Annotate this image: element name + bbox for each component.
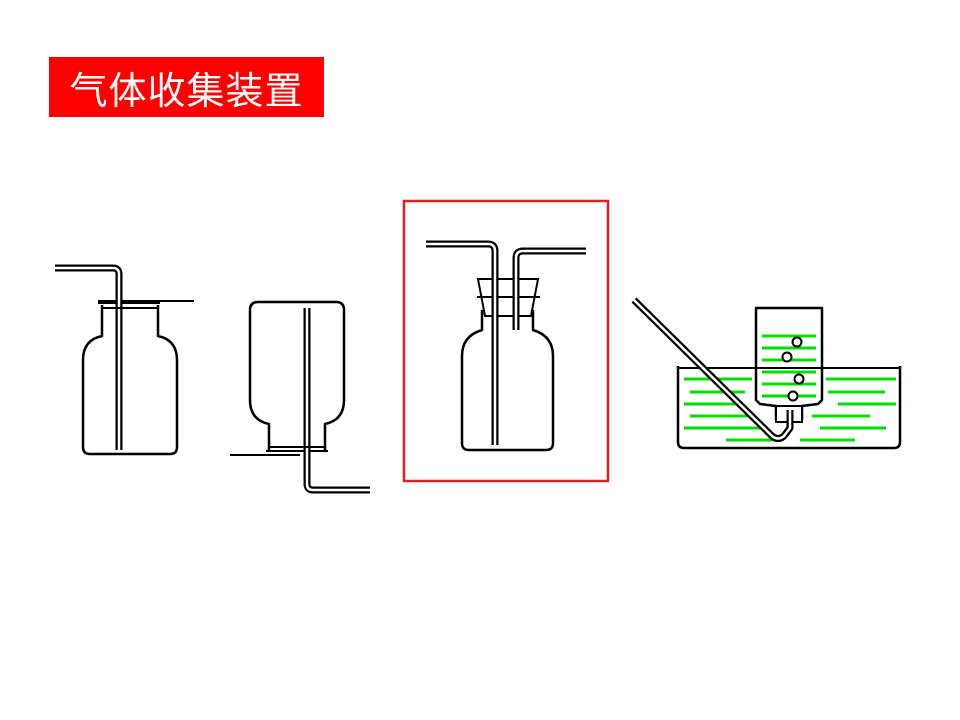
long-inlet-tube-bore	[426, 242, 497, 445]
short-outlet-tube-bore	[514, 249, 586, 330]
water-delivery-tube	[631, 297, 794, 442]
apparatus-upward-air-displacement	[55, 264, 194, 456]
apparatus-downward-air-displacement	[230, 300, 370, 494]
page-title: 气体收集装置	[69, 68, 304, 113]
bottle-water	[762, 334, 816, 398]
bottle-body	[81, 305, 179, 456]
bubble	[793, 373, 805, 385]
inverted-delivery-tube	[303, 308, 370, 494]
apparatus-stoppered-two-tube	[402, 199, 610, 483]
bubble	[781, 351, 793, 363]
gas-bubbles	[781, 336, 805, 402]
inverted-bottle-body	[248, 300, 346, 451]
apparatus-water-displacement	[631, 297, 902, 450]
highlight-frame	[402, 199, 610, 483]
delivery-tube-bore	[55, 266, 121, 450]
water-delivery-tube-bore	[633, 299, 792, 440]
inverted-delivery-tube-bore	[305, 308, 370, 492]
bubble	[791, 336, 803, 348]
long-inlet-tube	[426, 240, 499, 445]
delivery-tube	[55, 264, 123, 450]
bubble	[787, 390, 799, 402]
water-trough	[676, 366, 902, 450]
collecting-bottle	[754, 306, 824, 420]
title-banner: 气体收集装置	[49, 57, 324, 117]
stoppered-bottle-body	[460, 310, 555, 452]
